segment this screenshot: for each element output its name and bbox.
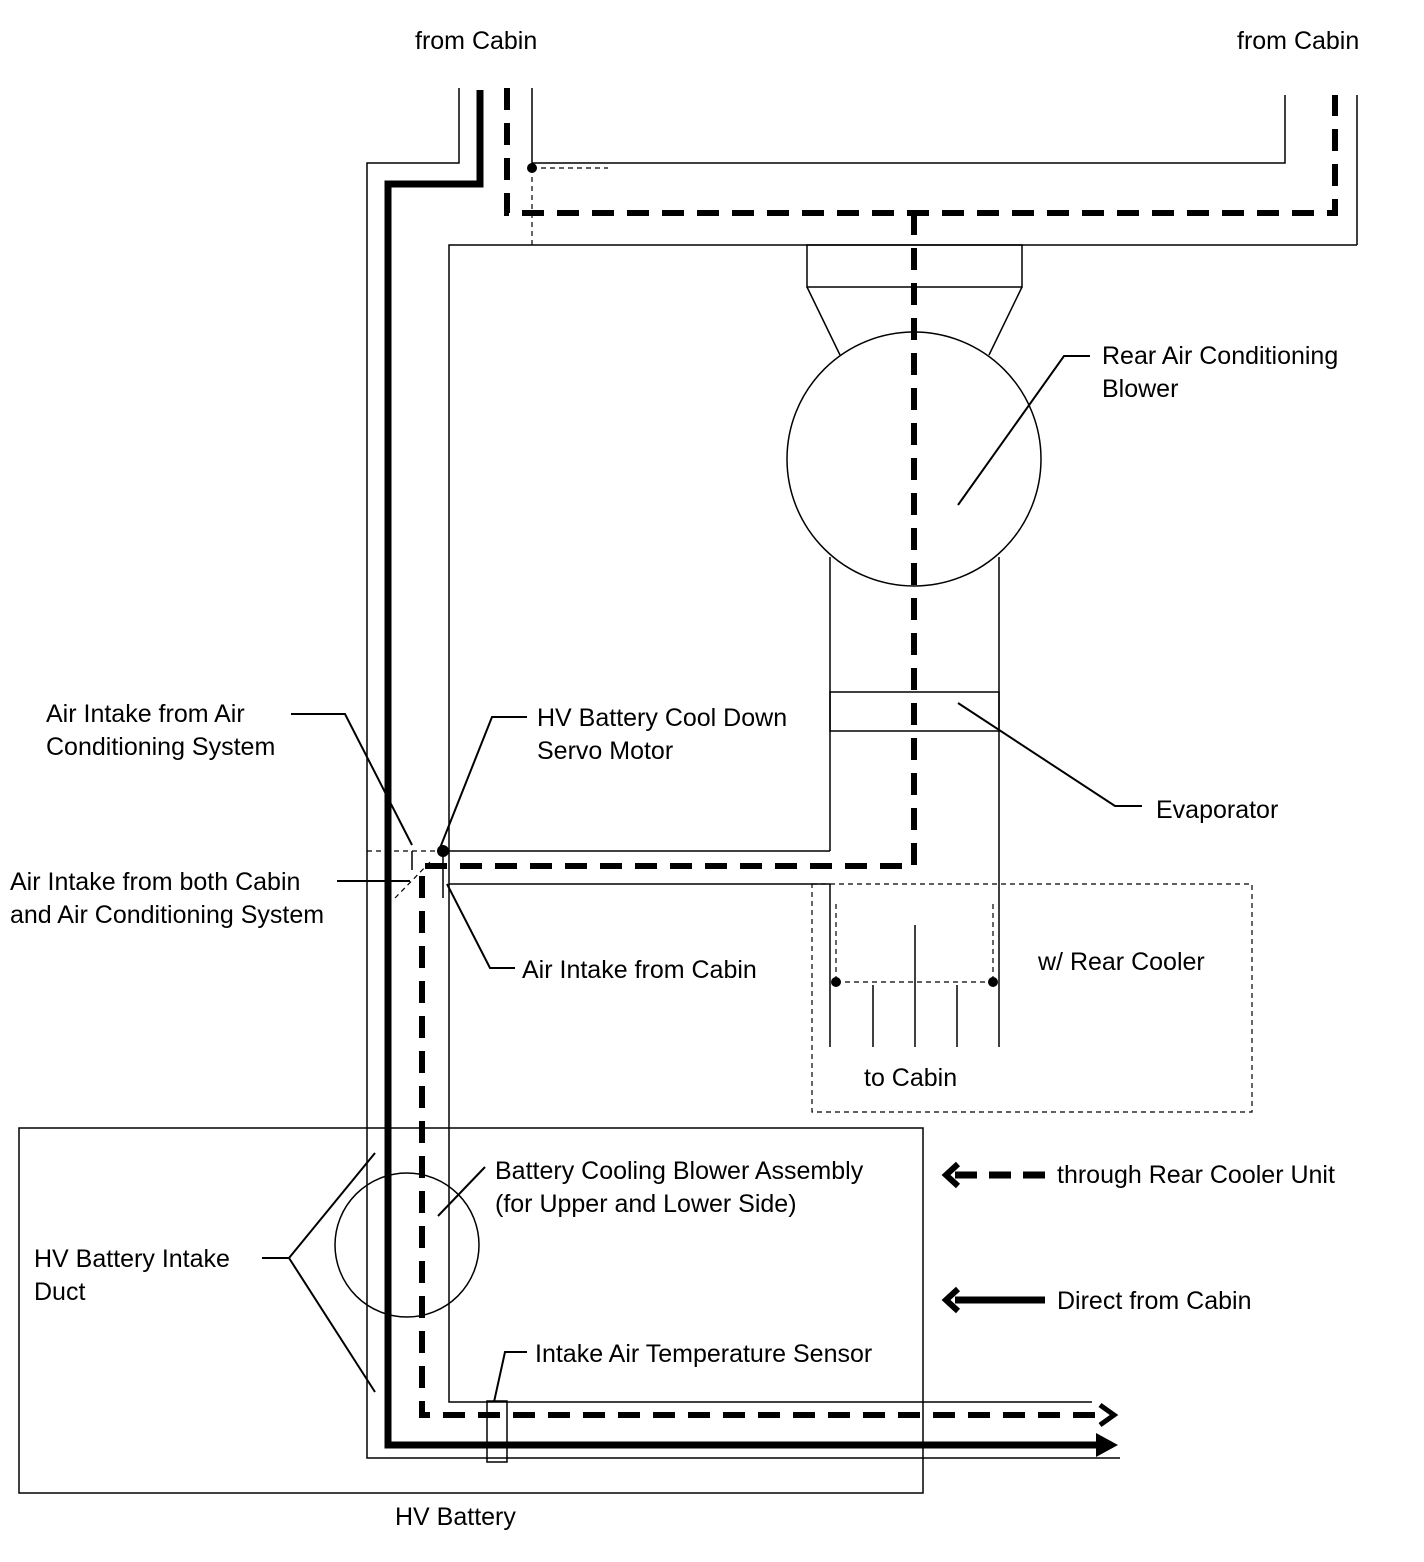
intake-air-temp-sensor <box>486 1400 508 1463</box>
air-intake-both-label-2: and Air Conditioning System <box>10 901 324 929</box>
intake-duct-walls <box>366 88 1358 1459</box>
servo-damper <box>394 845 449 899</box>
to-cabin-label: to Cabin <box>864 1064 957 1092</box>
intake-duct-label-1: HV Battery Intake <box>34 1245 230 1273</box>
rear-cooler-flow-path <box>419 213 1098 1418</box>
legend-dashed-arrowhead <box>941 1161 961 1189</box>
hv-battery-box <box>18 1127 924 1494</box>
rear-cooler-flow-arrowhead <box>1098 1402 1119 1428</box>
evaporator-duct <box>367 557 1000 1047</box>
temp-sensor-label: Intake Air Temperature Sensor <box>535 1340 872 1368</box>
rear-ac-blower-label-2: Blower <box>1102 375 1178 403</box>
servo-label-1: HV Battery Cool Down <box>537 704 787 732</box>
legend <box>941 1161 1045 1314</box>
from-cabin-right-label: from Cabin <box>1237 27 1359 55</box>
servo-label-2: Servo Motor <box>537 737 673 765</box>
evaporator <box>829 691 1000 732</box>
from-cabin-left-label: from Cabin <box>415 27 537 55</box>
battery-cooling-blower <box>334 1172 480 1318</box>
air-intake-ac-label-2: Conditioning System <box>46 733 275 761</box>
rear-ac-blower-label-1: Rear Air Conditioning <box>1102 342 1338 370</box>
air-intake-both-label-1: Air Intake from both Cabin <box>10 868 300 896</box>
legend-dashed-label: through Rear Cooler Unit <box>1057 1161 1335 1189</box>
air-intake-ac-label-1: Air Intake from Air <box>46 700 245 728</box>
air-intake-cabin-label: Air Intake from Cabin <box>522 956 757 984</box>
rear-cooler-label: w/ Rear Cooler <box>1037 948 1205 976</box>
intake-duct-label-2: Duct <box>34 1278 85 1306</box>
leader-lines <box>262 355 1142 1403</box>
hv-battery-label: HV Battery <box>395 1503 516 1531</box>
blower-assy-label-1: Battery Cooling Blower Assembly <box>495 1157 864 1185</box>
rear-cooler-box <box>811 883 1253 1113</box>
rear-cooler-flow-top <box>504 88 1338 216</box>
legend-solid-label: Direct from Cabin <box>1057 1287 1252 1315</box>
legend-solid-arrowhead <box>941 1286 961 1314</box>
direct-flow-path <box>384 90 1098 1449</box>
blower-assy-label-2: (for Upper and Lower Side) <box>495 1190 797 1218</box>
evaporator-label: Evaporator <box>1156 796 1278 824</box>
